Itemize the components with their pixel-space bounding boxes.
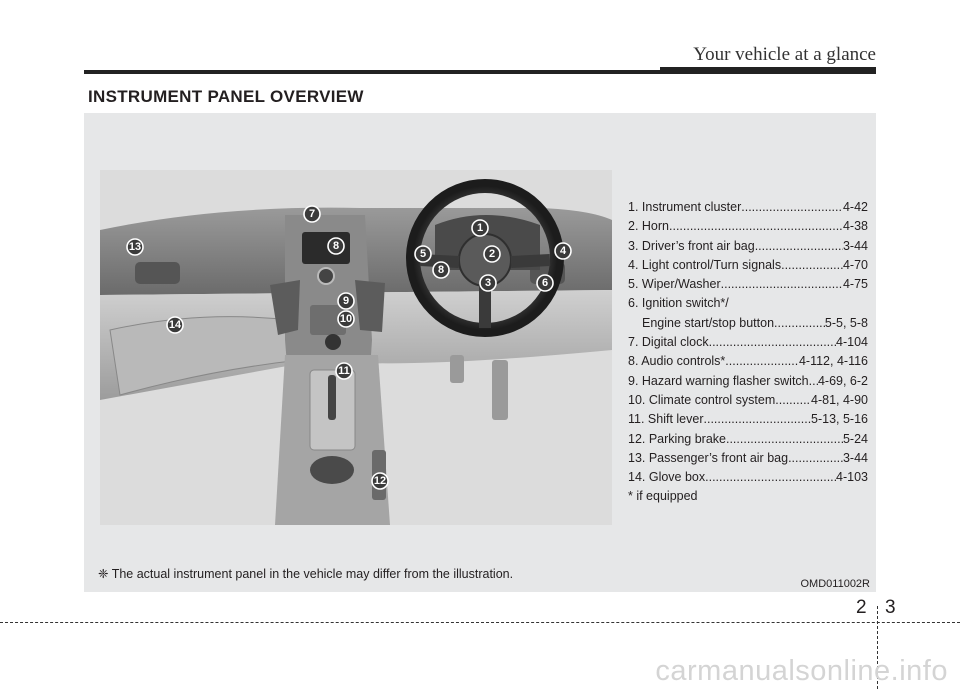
section-title: INSTRUMENT PANEL OVERVIEW: [88, 87, 364, 106]
svg-text:3: 3: [485, 277, 491, 289]
header-rule-accent: [660, 67, 876, 74]
svg-text:9: 9: [343, 295, 349, 307]
legend-item: 2. Horn 4-38: [628, 217, 868, 236]
legend-item: 9. Hazard warning flasher switch4-69, 6-…: [628, 372, 868, 391]
legend-item: 5. Wiper/Washer4-75: [628, 275, 868, 294]
svg-text:1: 1: [477, 222, 483, 234]
legend-item: 8. Audio controls* 4-112, 4-116: [628, 352, 868, 371]
illustration-note: ❈ The actual instrument panel in the veh…: [98, 567, 514, 581]
footer-rule: [0, 622, 960, 623]
illustration-code: OMD011002R: [800, 578, 871, 590]
svg-text:11: 11: [338, 365, 350, 377]
legend-item: Engine start/stop button5-5, 5-8: [628, 314, 868, 333]
instrument-panel-illustration: 1 2 3 4 5 6 7 8 8 9 10 11 12 13 14: [100, 170, 612, 525]
svg-text:7: 7: [309, 208, 315, 220]
page-divider: [877, 606, 878, 689]
legend-item: 4. Light control/Turn signals 4-70: [628, 256, 868, 275]
legend-item: 7. Digital clock 4-104: [628, 333, 868, 352]
svg-text:14: 14: [169, 319, 182, 331]
legend-footnote: * if equipped: [628, 489, 698, 504]
legend-item: 3. Driver’s front air bag 3-44: [628, 237, 868, 256]
component-legend: 1. Instrument cluster4-42 2. Horn 4-38 3…: [628, 198, 868, 507]
legend-item: 11. Shift lever 5-13, 5-16: [628, 410, 868, 429]
page-number: 3: [885, 597, 896, 618]
running-header: Your vehicle at a glance: [693, 44, 876, 65]
watermark: carmanualsonline.info: [655, 655, 948, 687]
svg-text:5: 5: [420, 248, 426, 260]
svg-text:4: 4: [560, 245, 567, 257]
legend-item: 1. Instrument cluster4-42: [628, 198, 868, 217]
callout-markers: 1 2 3 4 5 6 7 8 8 9 10 11 12 13 14: [126, 205, 572, 490]
svg-text:13: 13: [129, 241, 141, 253]
chapter-number: 2: [856, 597, 867, 618]
svg-text:8: 8: [333, 240, 339, 252]
legend-item: 14. Glove box 4-103: [628, 468, 868, 487]
legend-item: 6. Ignition switch*/: [628, 296, 729, 311]
svg-text:12: 12: [374, 475, 386, 487]
header-rule: [84, 70, 876, 74]
svg-text:6: 6: [542, 277, 548, 289]
legend-item: 13. Passenger’s front air bag 3-44: [628, 449, 868, 468]
svg-text:8: 8: [438, 264, 444, 276]
svg-text:10: 10: [340, 313, 352, 325]
legend-item: 10. Climate control system 4-81, 4-90: [628, 391, 868, 410]
legend-item: 12. Parking brake 5-24: [628, 430, 868, 449]
svg-text:2: 2: [489, 248, 495, 260]
